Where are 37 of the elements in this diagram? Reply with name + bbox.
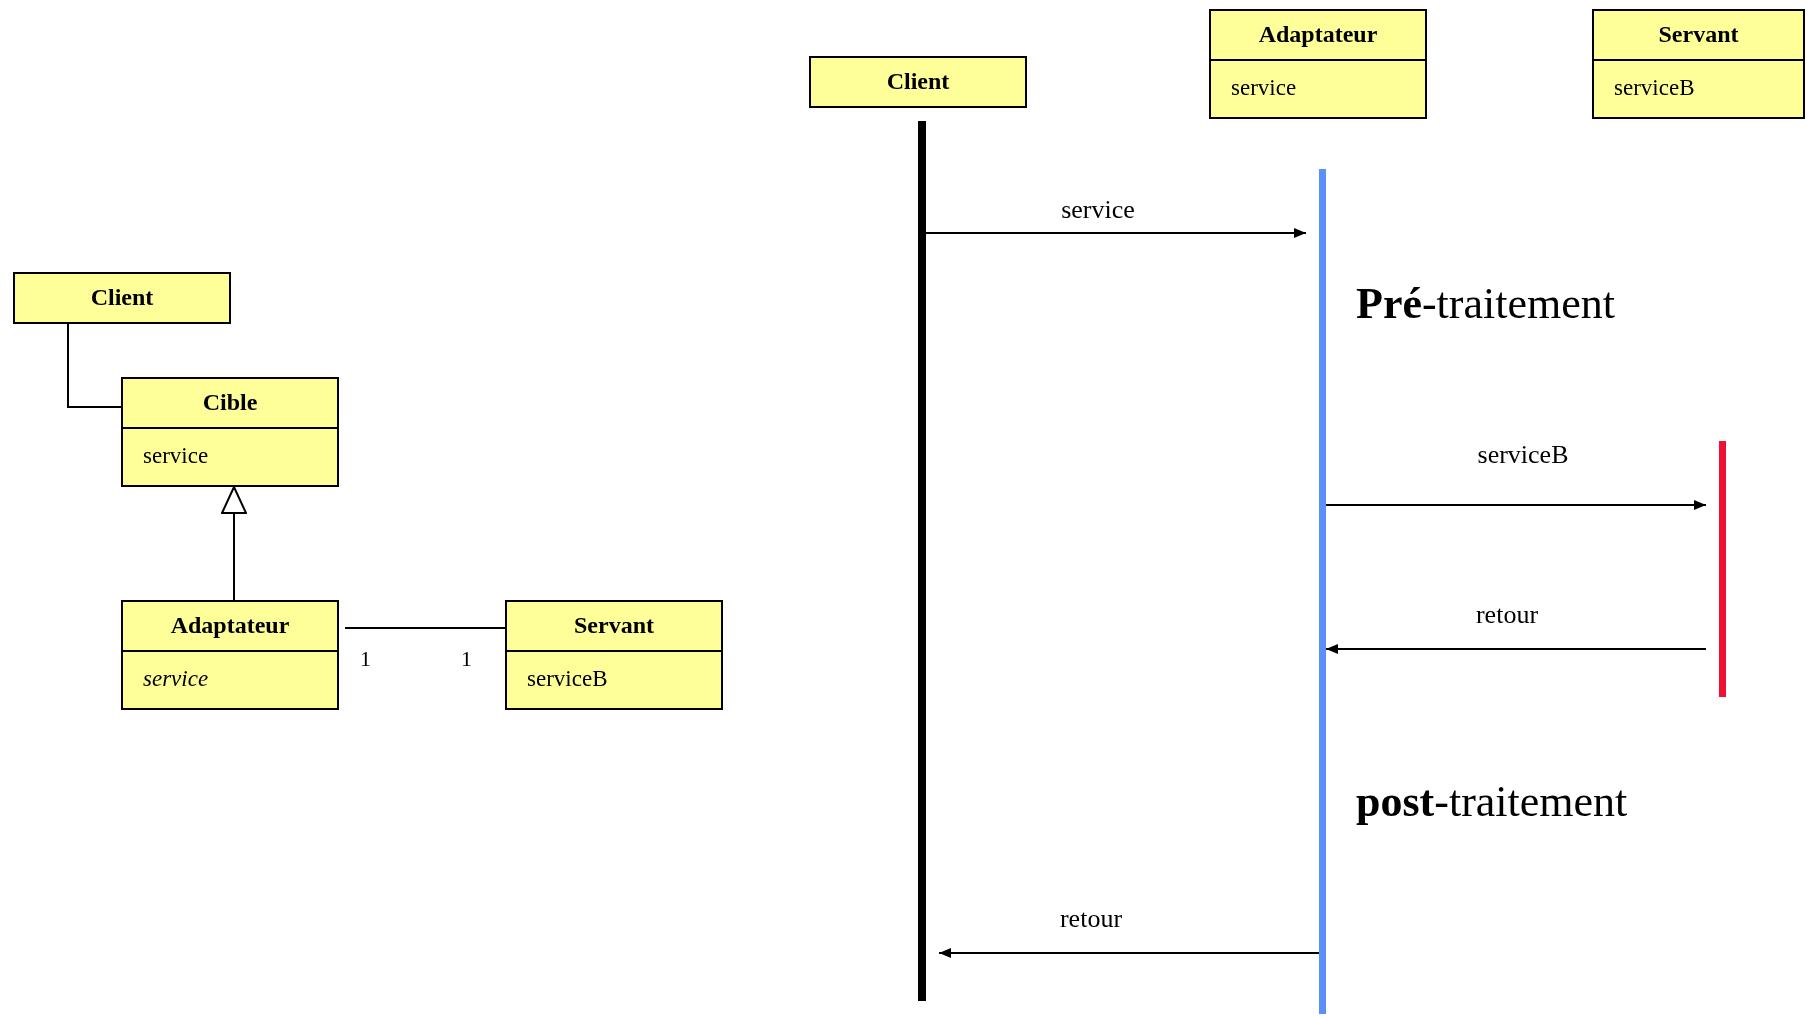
operation-name: service xyxy=(123,427,337,483)
activation-bar xyxy=(1719,441,1726,697)
operation-name: service xyxy=(1211,59,1425,115)
class-box xyxy=(1209,9,1427,119)
lifeline-bar xyxy=(918,121,926,1001)
edge-label: service xyxy=(1061,195,1135,225)
class-box xyxy=(809,56,1027,108)
class-box xyxy=(505,600,723,710)
class-box xyxy=(13,272,231,324)
operation-name: serviceB xyxy=(1594,59,1803,115)
edge-label: retour xyxy=(1059,904,1123,934)
multiplicity-label: 1 xyxy=(461,646,472,672)
message-arrow xyxy=(1325,644,1707,654)
class-name: Servant xyxy=(1657,20,1740,49)
class-box xyxy=(121,600,339,710)
edge-label: retour xyxy=(1475,600,1539,630)
operation-name: serviceB xyxy=(507,650,721,706)
class-box xyxy=(121,377,339,487)
multiplicity-label: 1 xyxy=(360,646,371,672)
class-name: Servant xyxy=(573,611,655,640)
lifeline-bar xyxy=(1319,169,1326,1014)
class-name: Adaptateur xyxy=(1257,20,1379,49)
connector-line xyxy=(67,323,122,408)
class-name: Adaptateur xyxy=(169,611,291,640)
message-arrow xyxy=(1325,500,1707,510)
operation-name: service xyxy=(123,650,337,706)
note-text: post-traitement xyxy=(1356,776,1628,827)
connector-line xyxy=(344,627,506,629)
message-arrow xyxy=(938,948,1320,958)
class-name: Client xyxy=(89,283,155,312)
edge-label: serviceB xyxy=(1477,440,1569,470)
note-text: Pré-traitement xyxy=(1356,278,1615,329)
class-box xyxy=(1592,9,1805,119)
class-name: Cible xyxy=(201,388,259,417)
message-arrow xyxy=(925,228,1307,238)
inheritance-arrow xyxy=(221,486,247,601)
class-name: Client xyxy=(885,67,951,96)
